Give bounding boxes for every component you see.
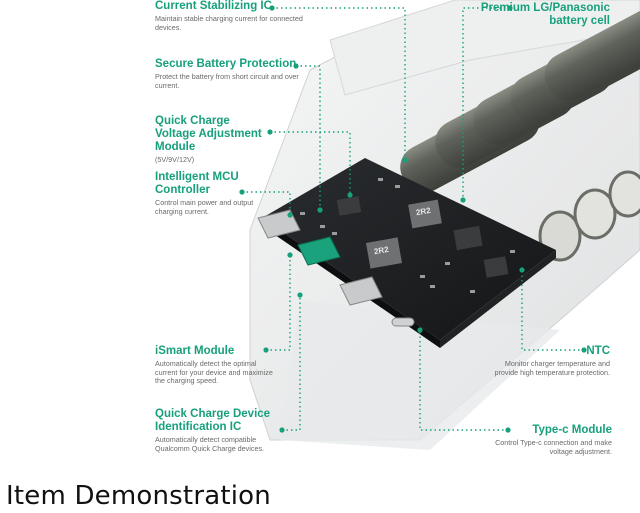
callout-intelligent-mcu: Intelligent MCU Controller Control main … [155,171,255,216]
callout-title: Secure Battery Protection [155,58,297,70]
inductor [408,199,442,229]
callout-desc: Control main power and output charging c… [155,198,254,216]
powerbank-illustration [239,0,640,450]
callout-desc: Protect the battery from short circuit a… [155,72,299,90]
callout-title: NTC [586,345,610,357]
callout-title: Type-c Module [532,424,612,436]
callout-quick-charge-voltage: Quick Charge Voltage Adjustment Module (… [155,115,270,165]
callout-qc-device-id: Quick Charge Device Identification IC Au… [155,408,285,453]
callout-desc: (5V/9V/12V) [155,155,195,164]
callout-title: Quick Charge Voltage Adjustment Module [155,115,262,153]
callout-typec: Type-c Module Control Type-c connection … [480,424,612,456]
battery-cell [544,7,640,101]
callout-title: iSmart Module [155,345,235,357]
callout-ntc: NTC Monitor charger temperature and prov… [488,345,610,377]
inductor [365,237,403,269]
callout-ismart: iSmart Module Automatically detect the o… [155,345,277,386]
callout-premium-cell: Premium LG/Panasonic battery cell [470,2,610,28]
callout-desc: Control Type-c connection and make volta… [495,438,612,456]
smd-components [300,178,515,293]
leader-dots [239,5,587,433]
battery-cells [400,7,640,262]
callout-desc: Monitor charger temperature and provide … [494,359,610,377]
ic-chip [453,225,483,251]
callout-title: Quick Charge Device Identification IC [155,408,271,433]
usb-port [339,276,383,306]
ic-chip [483,256,509,278]
callout-current-stabilizing: Current Stabilizing IC Maintain stable c… [155,0,315,32]
section-caption: Item Demonstration [6,481,271,511]
callout-title: Current Stabilizing IC [155,0,272,12]
product-diagram: 2R2 2R2 Current Stabilizing IC Maintain … [155,0,640,456]
ic-chip [336,196,362,216]
typec-port [391,317,415,327]
callout-title: Premium LG/Panasonic battery cell [480,2,610,27]
callout-desc: Automatically detect the optimal current… [155,359,273,386]
callout-secure-battery: Secure Battery Protection Protect the ba… [155,58,300,90]
callout-desc: Maintain stable charging current for con… [155,14,303,32]
callout-desc: Automatically detect compatible Qualcomm… [155,435,265,453]
callout-title: Intelligent MCU Controller [155,171,239,196]
leader-lines [242,7,584,431]
usb-port-qc [297,236,341,266]
